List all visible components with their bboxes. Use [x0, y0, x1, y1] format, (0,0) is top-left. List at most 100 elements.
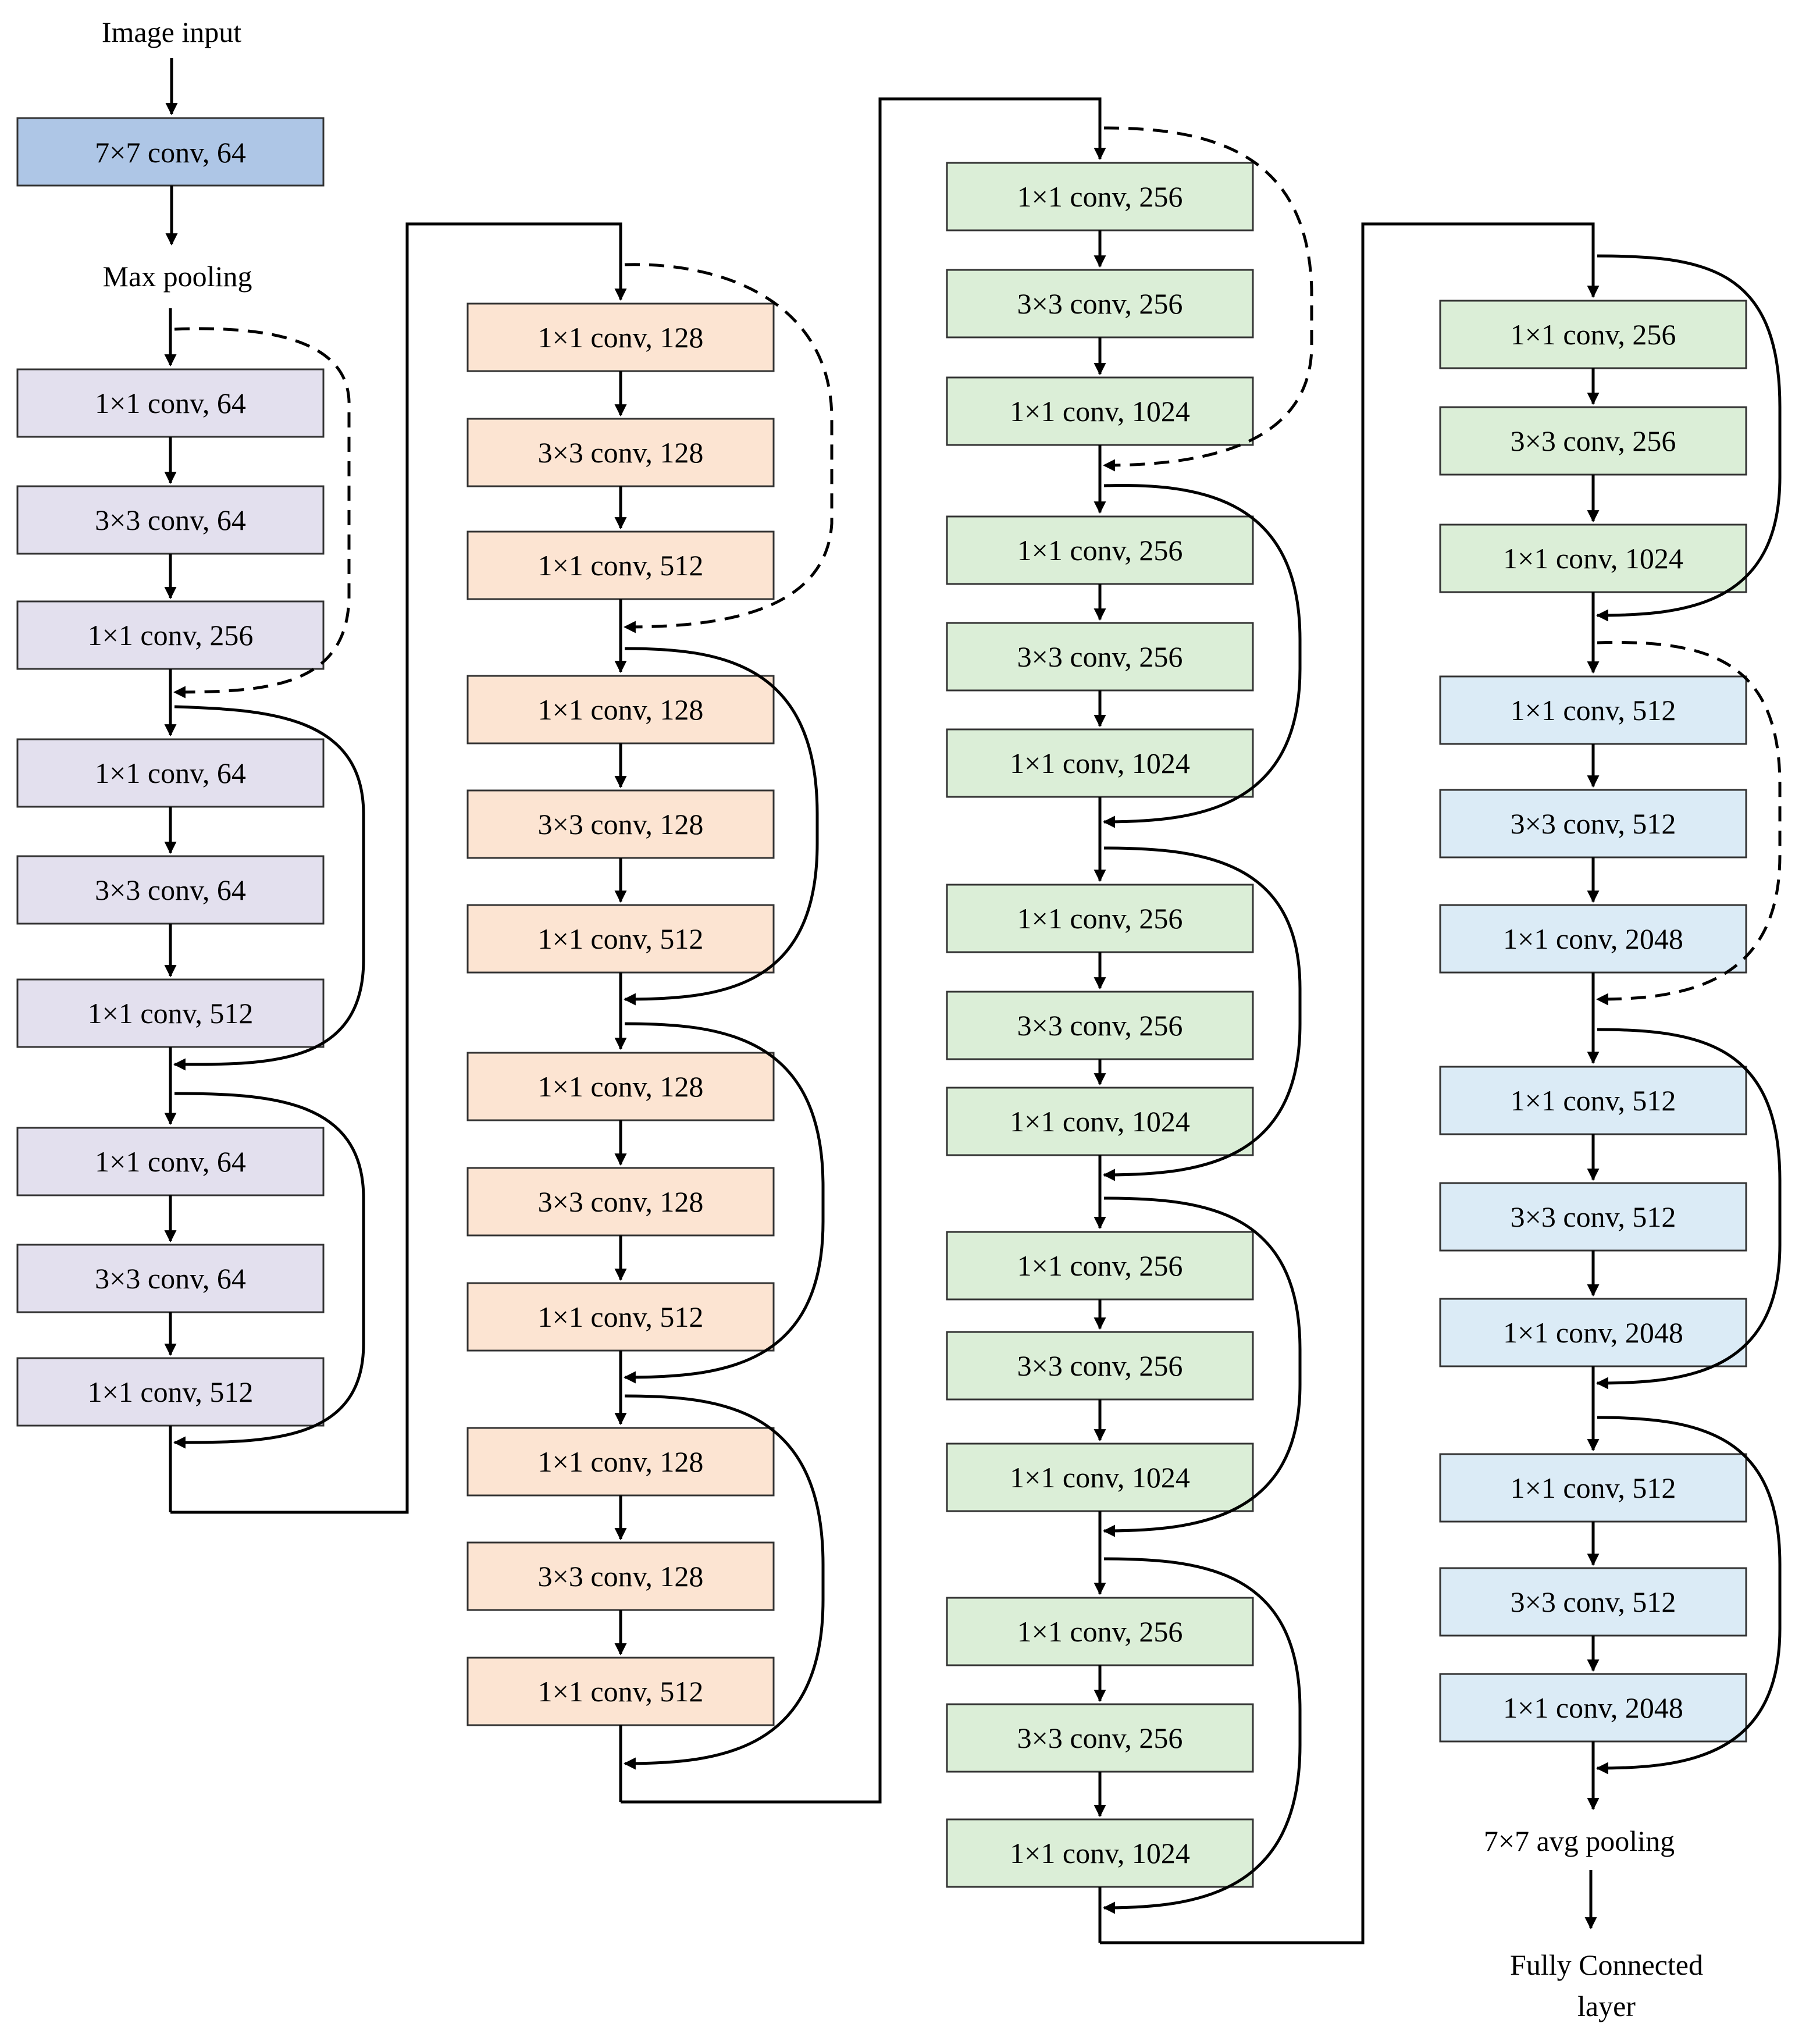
- stage-4b-block-1: 1×1 conv, 512 3×3 conv, 512 1×1 conv, 2048: [1439, 675, 1747, 974]
- conv-label: 3×3 conv, 256: [1017, 287, 1183, 320]
- conv-label: 1×1 conv, 512: [538, 1301, 704, 1333]
- max-pooling-label: Max pooling: [103, 260, 252, 293]
- shortcut-identity-1: [173, 705, 365, 1071]
- conv-box: [16, 368, 325, 438]
- conv-box: [466, 1282, 775, 1352]
- shortcut-identity-3: [623, 647, 819, 1006]
- shortcut-projection-2: [623, 263, 834, 633]
- conv-label: 1×1 conv, 128: [538, 1070, 704, 1103]
- stem-conv-label: 7×7 conv, 64: [95, 136, 246, 169]
- conv-box: [946, 1818, 1254, 1888]
- image-input-label: Image input: [102, 16, 241, 48]
- avg-pooling-label: 7×7 avg pooling: [1484, 1825, 1675, 1857]
- conv-box: [1439, 1182, 1747, 1252]
- conv-label: 1×1 conv, 1024: [1010, 1461, 1190, 1494]
- conv-box: [1439, 1567, 1747, 1637]
- stage-1-block-2: 1×1 conv, 643×3 conv, 641×1 conv, 512: [16, 738, 325, 1048]
- conv-box: [1439, 1673, 1747, 1743]
- stage-2-block-3: 1×1 conv, 128 3×3 conv, 128 1×1 conv, 512: [466, 1052, 775, 1352]
- conv-box: [1439, 523, 1747, 593]
- shortcut-identity-9: [1102, 1557, 1302, 1914]
- conv-label: 1×1 conv, 256: [1511, 318, 1676, 351]
- conv-label: 3×3 conv, 64: [95, 1262, 246, 1295]
- conv-label: 3×3 conv, 128: [538, 808, 704, 840]
- conv-label: 1×1 conv, 512: [1511, 694, 1676, 726]
- shortcut-identity-10: [1595, 254, 1782, 622]
- stage-2-block-4: 1×1 conv, 128 3×3 conv, 128 1×1 conv, 512: [466, 1427, 775, 1726]
- conv-box: [946, 515, 1254, 585]
- conv-box: [946, 1597, 1254, 1666]
- conv-label: 1×1 conv, 128: [538, 321, 704, 354]
- shortcut-identity-11: [1595, 1028, 1782, 1390]
- stage-2-block-1: 1×1 conv, 128 3×3 conv, 128 1×1 conv, 512: [466, 302, 775, 600]
- connectors-layer: [164, 97, 1782, 1944]
- conv-box: [1439, 300, 1747, 369]
- conv-box: [16, 738, 325, 808]
- conv-label: 3×3 conv, 256: [1017, 1009, 1183, 1042]
- conv-box: [466, 418, 775, 487]
- conv-box: [1439, 406, 1747, 476]
- conv-label: 1×1 conv, 512: [1511, 1084, 1676, 1117]
- conv-box: [466, 1657, 775, 1726]
- conv-label: 1×1 conv, 1024: [1010, 1105, 1190, 1138]
- conv-box: [16, 978, 325, 1048]
- conv-label: 1×1 conv, 2048: [1503, 1691, 1683, 1724]
- conv-label: 3×3 conv, 64: [95, 874, 246, 906]
- conv-label: 1×1 conv, 1024: [1503, 542, 1683, 575]
- conv-box: [946, 884, 1254, 953]
- conv-label: 1×1 conv, 512: [538, 549, 704, 582]
- conv-label: 1×1 conv, 128: [538, 693, 704, 726]
- conv-label: 1×1 conv, 2048: [1503, 922, 1683, 955]
- conv-box: [16, 485, 325, 555]
- shortcut-identity-4: [623, 1022, 825, 1384]
- conv-box: [466, 904, 775, 974]
- conv-box: [466, 530, 775, 600]
- conv-box: [946, 376, 1254, 446]
- conv-label: 1×1 conv, 512: [538, 1675, 704, 1708]
- conv-box: [466, 1427, 775, 1497]
- fc-layer-label-line1: Fully Connected: [1510, 1949, 1703, 1981]
- conv-label: 3×3 conv, 128: [538, 1185, 704, 1218]
- conv-box: [946, 1442, 1254, 1512]
- conv-box: [466, 1052, 775, 1121]
- conv-label: 1×1 conv, 256: [1017, 180, 1183, 213]
- stage-4a-block-1: 1×1 conv, 256 3×3 conv, 256 1×1 conv, 1024: [1439, 300, 1747, 593]
- stage-1-block-3: 1×1 conv, 64 3×3 conv, 64 1×1 conv, 512: [16, 1127, 325, 1427]
- conv-box: [946, 622, 1254, 692]
- conv-box: [466, 302, 775, 372]
- conv-box: [1439, 1066, 1747, 1135]
- conv-label: 3×3 conv, 64: [95, 504, 246, 536]
- conv-box: [466, 675, 775, 745]
- fc-layer-label-line2: layer: [1577, 1990, 1636, 2022]
- conv-label: 1×1 conv, 512: [88, 1376, 254, 1408]
- conv-label: 3×3 conv, 128: [538, 436, 704, 469]
- conv-box: [16, 1357, 325, 1427]
- shortcut-identity-7: [1102, 846, 1302, 1181]
- shortcut-identity-5: [623, 1394, 825, 1770]
- conv-label: 3×3 conv, 128: [538, 1560, 704, 1593]
- conv-box: [1439, 1453, 1747, 1523]
- conv-label: 1×1 conv, 128: [538, 1445, 704, 1478]
- conv-label: 1×1 conv, 1024: [1010, 1837, 1190, 1869]
- conv-label: 1×1 conv, 256: [1017, 1249, 1183, 1282]
- stage2-to-stage3: [621, 97, 1106, 1804]
- conv-label: 3×3 conv, 256: [1017, 1722, 1183, 1754]
- stage-4a: 1×1 conv, 256 3×3 conv, 256 1×1 conv, 1024: [1439, 300, 1747, 593]
- conv-box: [946, 1331, 1254, 1401]
- conv-label: 3×3 conv, 512: [1511, 807, 1676, 840]
- conv-box: [946, 1087, 1254, 1156]
- shortcut-identity-12: [1595, 1416, 1782, 1775]
- conv-box: [16, 600, 325, 670]
- conv-label: 3×3 conv, 256: [1511, 425, 1676, 457]
- conv-label: 1×1 conv, 64: [95, 1145, 246, 1178]
- conv-label: 1×1 conv, 64: [95, 387, 246, 419]
